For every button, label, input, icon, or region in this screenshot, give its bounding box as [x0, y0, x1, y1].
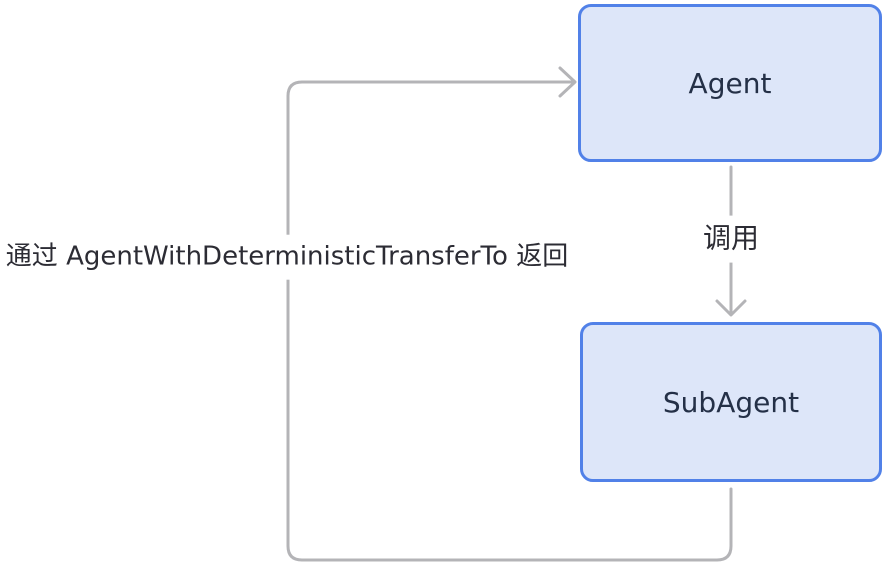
- node-agent: Agent: [578, 4, 882, 162]
- node-subagent-label: SubAgent: [662, 385, 800, 419]
- edge-return-arrowhead-icon: [558, 66, 577, 98]
- node-agent-label: Agent: [688, 66, 772, 100]
- node-subagent: SubAgent: [580, 322, 882, 482]
- edge-return-path: [286, 80, 733, 562]
- edge-call-arrowhead-icon: [715, 299, 747, 317]
- edge-label-return: 通过 AgentWithDeterministicTransferTo 返回: [1, 234, 573, 280]
- edge-label-call: 调用: [698, 215, 764, 263]
